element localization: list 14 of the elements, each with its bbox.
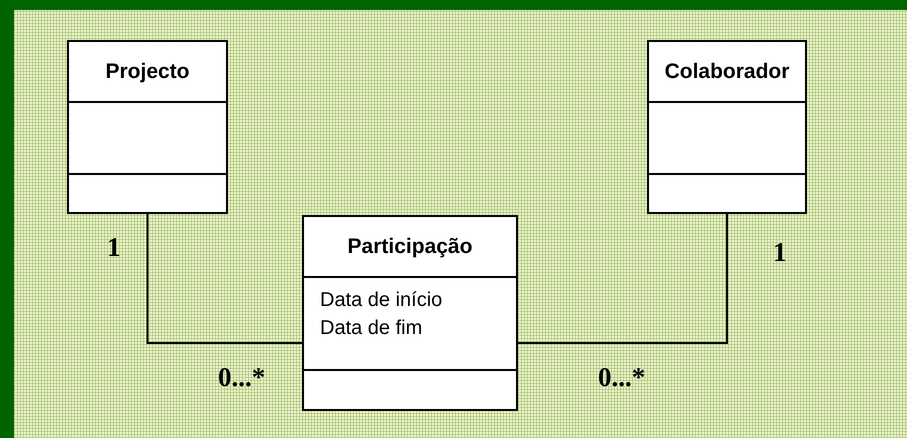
class-name: Participação [348,234,472,258]
class-box [302,215,518,411]
class-name: Colaborador [664,60,790,84]
class-box [647,40,807,214]
multiplicity-label: 1 [773,239,786,266]
attribute-text: Data de fim [320,316,422,341]
attribute-text: Data de início [320,288,442,313]
multiplicity-label: 0...* [218,364,266,391]
association-line [146,214,302,344]
class-box [67,40,228,214]
multiplicity-label: 1 [107,234,120,261]
class-name: Projecto [105,60,190,84]
association-line [518,214,728,344]
multiplicity-label: 0...* [598,364,646,391]
